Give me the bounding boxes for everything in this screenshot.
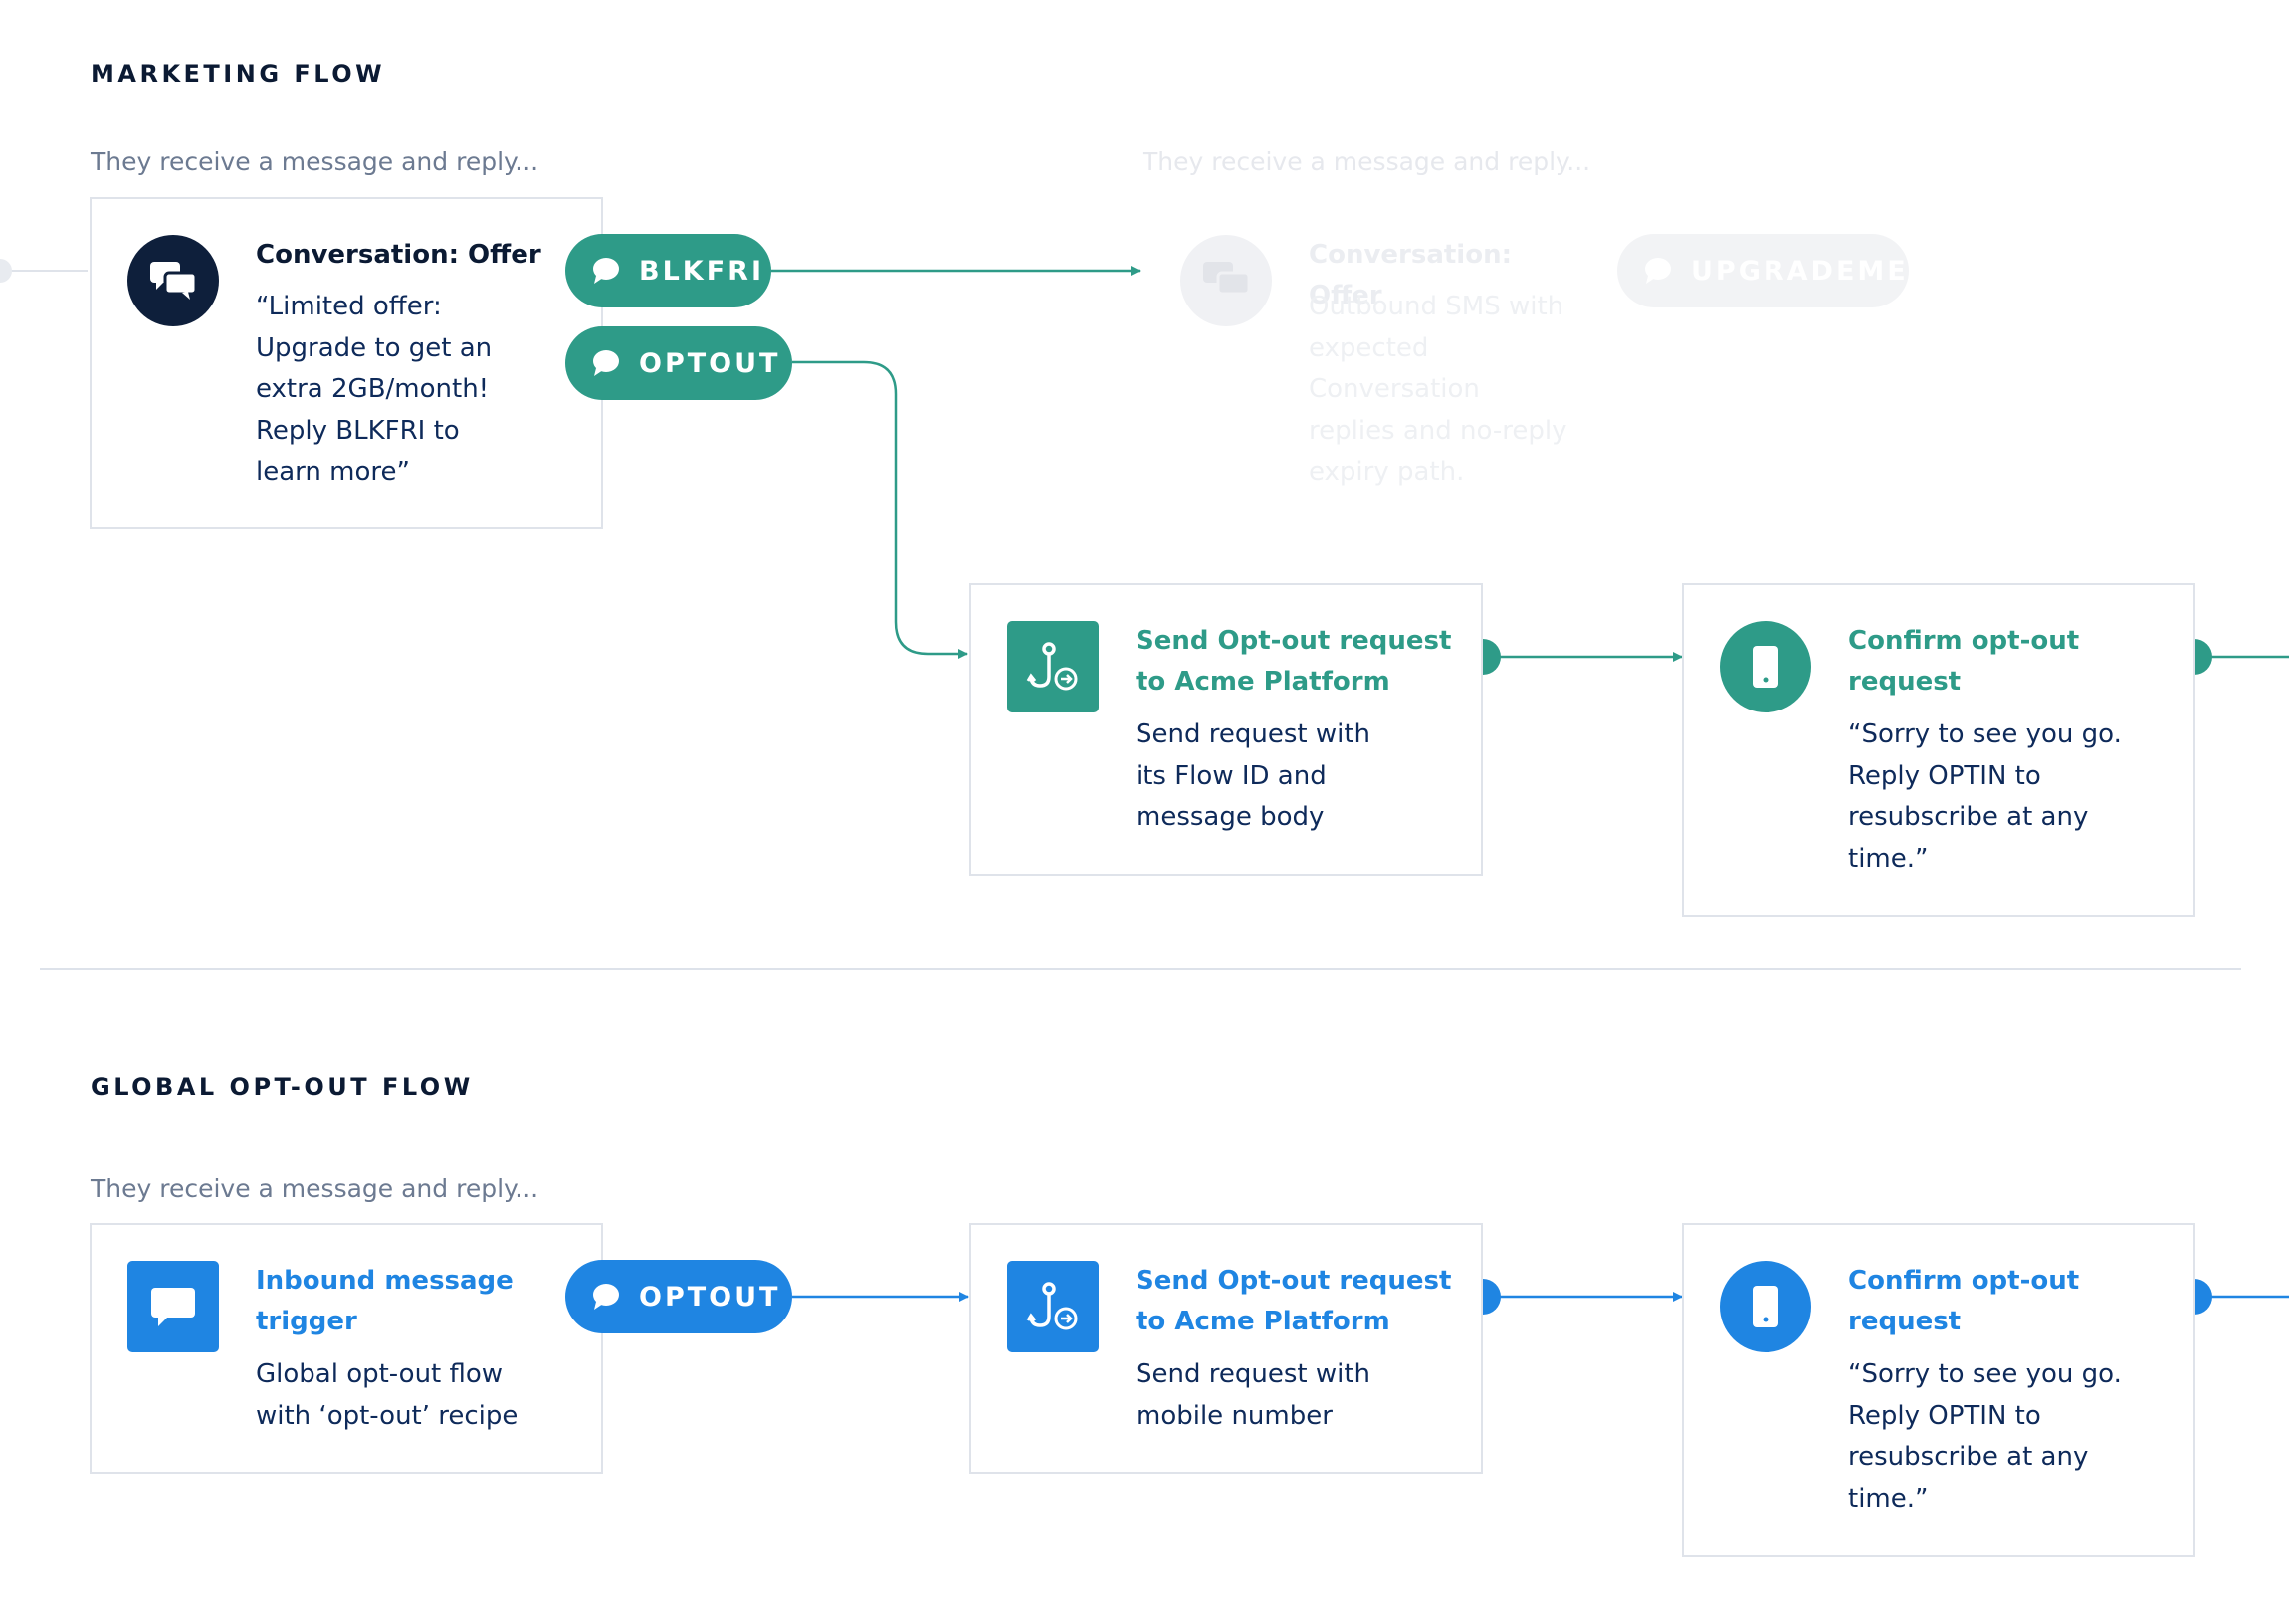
global-confirm-optout-card[interactable]: Confirm opt-out request “Sorry to see yo… [1682, 1223, 2195, 1557]
confirm-optout-card[interactable]: Confirm opt-out request “Sorry to see yo… [1682, 583, 2195, 917]
send-optout-card[interactable]: Send Opt-out request to Acme Platform Se… [969, 583, 1483, 876]
global-confirm-optout-title: Confirm opt-out request [1848, 1261, 2079, 1342]
title-line: trigger [256, 1307, 357, 1336]
title-line: Send Opt-out request [1136, 1266, 1452, 1296]
faded-body-line: expected [1309, 332, 1429, 363]
faded-body-line: Outbound SMS with [1309, 292, 1564, 321]
pill-label: OPTOUT [639, 1281, 781, 1313]
global-reply-pill-optout[interactable]: OPTOUT [565, 1260, 792, 1333]
offer-body-line: learn more” [256, 457, 410, 487]
body-line: time.” [1848, 843, 1929, 874]
title-line: Inbound message [256, 1266, 514, 1296]
speech-bubble-icon [591, 1282, 621, 1312]
global-intro: They receive a message and reply... [91, 1174, 539, 1203]
send-optout-title: Send Opt-out request to Acme Platform [1136, 621, 1451, 703]
global-send-optout-card[interactable]: Send Opt-out request to Acme Platform Se… [969, 1223, 1483, 1474]
title-line: request [1848, 1307, 1962, 1336]
body-line: Send request with [1136, 1359, 1371, 1389]
body-line: its Flow ID and [1136, 760, 1327, 791]
section-divider [40, 968, 2241, 970]
offer-card-body: “Limited offer: Upgrade to get an extra … [256, 287, 492, 494]
faded-body-line: replies and no-reply [1309, 415, 1567, 446]
message-icon [127, 1261, 219, 1352]
send-optout-body: Send request with its Flow ID and messag… [1136, 714, 1370, 839]
chat-bubbles-icon [1180, 235, 1272, 326]
speech-bubble-icon [591, 348, 621, 378]
body-line: resubscribe at any [1848, 1442, 2089, 1472]
offer-body-line: Upgrade to get an [256, 332, 493, 363]
title-line: Confirm opt-out [1848, 1266, 2080, 1296]
inbound-trigger-title: Inbound message trigger [256, 1261, 514, 1342]
send-out-port [1483, 639, 1501, 675]
body-line: Global opt-out flow [256, 1359, 504, 1389]
offer-card-title: Conversation: Offer [256, 240, 541, 270]
confirm-optout-body: “Sorry to see you go. Reply OPTIN to res… [1848, 714, 2122, 880]
faded-body-line: expiry path. [1309, 457, 1465, 487]
phone-icon [1720, 621, 1811, 712]
marketing-intro-faded: They receive a message and reply... [1143, 147, 1591, 176]
body-line: Reply OPTIN to [1848, 760, 2041, 791]
global-send-out-port [1483, 1279, 1501, 1315]
incoming-connector-dot [0, 259, 12, 283]
optout-connector [792, 360, 968, 659]
faded-card-body: Outbound SMS with expected Conversation … [1309, 287, 1567, 494]
offer-card[interactable]: Conversation: Offer “Limited offer: Upgr… [90, 197, 603, 529]
global-confirm-optout-body: “Sorry to see you go. Reply OPTIN to res… [1848, 1354, 2122, 1520]
global-flow-title: GLOBAL OPT-OUT FLOW [91, 1073, 474, 1101]
webhook-icon [1007, 1261, 1099, 1352]
phone-icon [1720, 1261, 1811, 1352]
body-line: “Sorry to see you go. [1848, 719, 2122, 749]
body-line: resubscribe at any [1848, 802, 2089, 832]
global-send-optout-title: Send Opt-out request to Acme Platform [1136, 1261, 1451, 1342]
body-line: time.” [1848, 1483, 1929, 1514]
global-confirm-out-port [2194, 1279, 2212, 1315]
reply-pill-blkfri[interactable]: BLKFRI [565, 234, 771, 307]
marketing-flow-title: MARKETING FLOW [91, 60, 386, 88]
body-line: “Sorry to see you go. [1848, 1359, 2122, 1389]
reply-pill-upgrademe[interactable]: UPGRADEME [1617, 234, 1909, 307]
webhook-icon [1007, 621, 1099, 712]
offer-body-line: Reply BLKFRI to [256, 415, 460, 446]
inbound-trigger-card[interactable]: Inbound message trigger Global opt-out f… [90, 1223, 603, 1474]
faded-card-title: Conversation: Offer [1309, 240, 1512, 310]
speech-bubble-icon [591, 256, 621, 286]
body-line: with ‘opt-out’ recipe [256, 1400, 519, 1431]
offer-body-line: extra 2GB/month! [256, 374, 490, 404]
title-line: Confirm opt-out [1848, 626, 2080, 656]
pill-label: OPTOUT [639, 347, 781, 379]
inbound-trigger-body: Global opt-out flow with ‘opt-out’ recip… [256, 1354, 518, 1437]
offer-body-line: “Limited offer: [256, 292, 442, 321]
faded-conversation-card[interactable]: Conversation: Offer Outbound SMS with ex… [1143, 197, 1580, 529]
body-line: Reply OPTIN to [1848, 1400, 2041, 1431]
title-line: Send Opt-out request [1136, 626, 1452, 656]
title-line: to Acme Platform [1136, 667, 1390, 697]
confirm-optout-title: Confirm opt-out request [1848, 621, 2079, 703]
title-line: request [1848, 667, 1962, 697]
pill-label: UPGRADEME [1691, 255, 1909, 287]
body-line: Send request with [1136, 719, 1371, 749]
speech-bubble-icon [1643, 256, 1673, 286]
chat-bubbles-icon [127, 235, 219, 326]
faded-body-line: Conversation [1309, 374, 1480, 404]
marketing-intro: They receive a message and reply... [91, 147, 539, 176]
pill-label: BLKFRI [639, 255, 764, 287]
reply-pill-optout[interactable]: OPTOUT [565, 326, 792, 400]
body-line: mobile number [1136, 1400, 1333, 1431]
confirm-out-port [2194, 639, 2212, 675]
title-line: to Acme Platform [1136, 1307, 1390, 1336]
body-line: message body [1136, 802, 1325, 832]
global-send-optout-body: Send request with mobile number [1136, 1354, 1370, 1437]
